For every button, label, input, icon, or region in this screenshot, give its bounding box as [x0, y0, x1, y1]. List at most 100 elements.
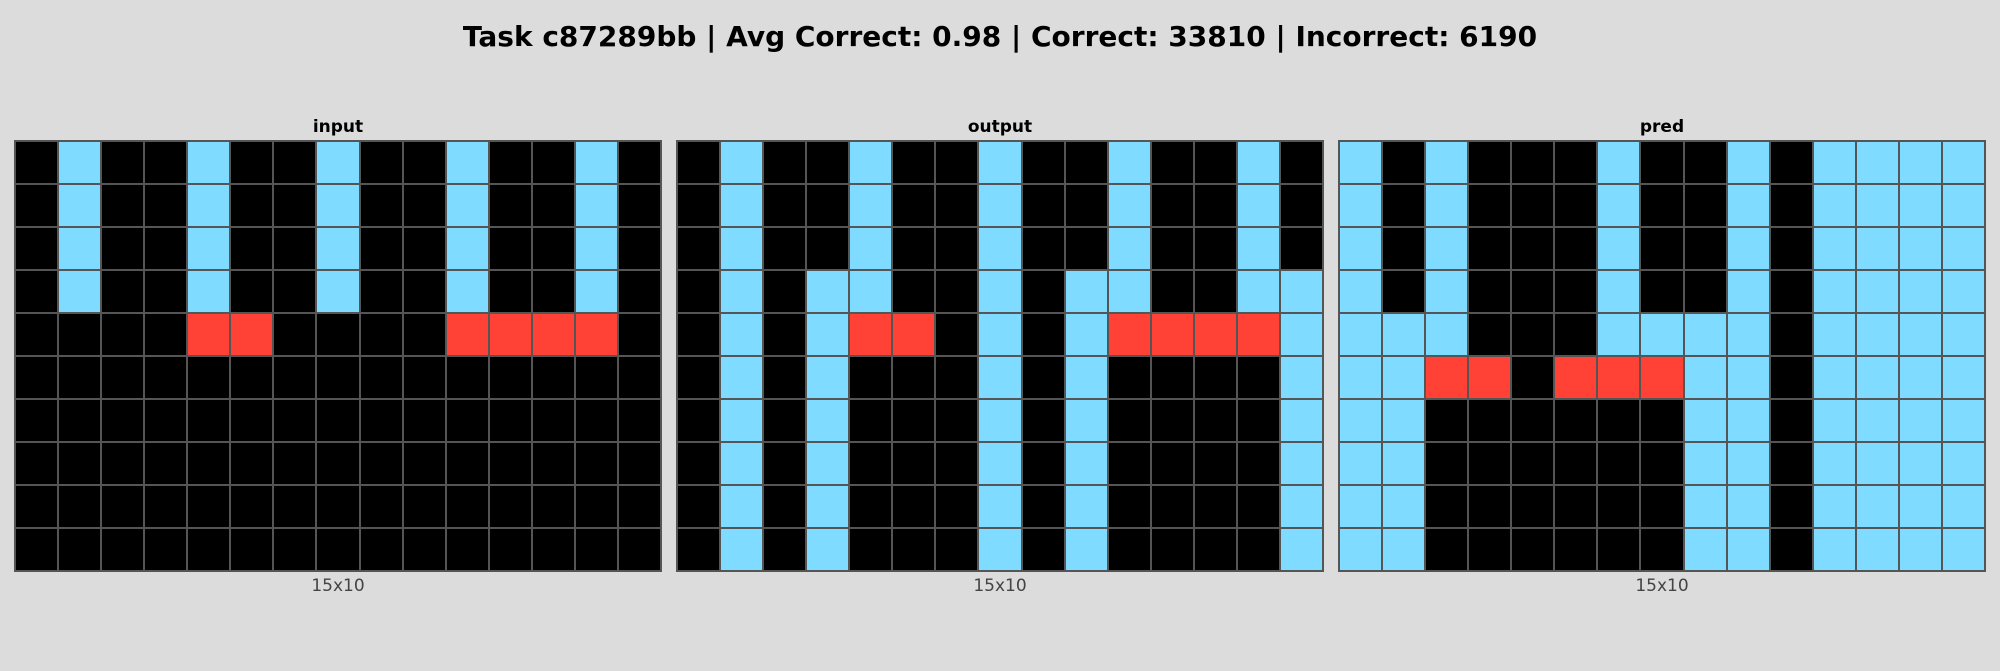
grid-cell [488, 227, 532, 270]
grid-cell [978, 485, 1022, 528]
grid-cell [402, 485, 446, 528]
grid-cell [1236, 356, 1280, 399]
grid-cell [574, 528, 618, 571]
grid-cell [1683, 442, 1727, 485]
grid-cell [101, 141, 145, 184]
grid-cell [58, 442, 102, 485]
grid-cell [1339, 399, 1383, 442]
grid-cell [273, 313, 317, 356]
grid-cell [1150, 184, 1194, 227]
grid-cell [144, 141, 188, 184]
grid-cell [1468, 485, 1512, 528]
grid-cell [1769, 270, 1813, 313]
grid-cell [1511, 442, 1555, 485]
grid-cell [978, 141, 1022, 184]
grid-cell [1511, 528, 1555, 571]
grid-cell [230, 313, 274, 356]
grid-cell [574, 442, 618, 485]
grid-cell [1683, 485, 1727, 528]
grid-cell [144, 184, 188, 227]
grid-cell [359, 528, 403, 571]
grid-cell [1812, 313, 1856, 356]
grid-cell [763, 442, 807, 485]
grid-cell [144, 442, 188, 485]
grid-cell [144, 356, 188, 399]
grid-cell [935, 485, 979, 528]
grid-cell [574, 399, 618, 442]
grid-cell [1193, 442, 1237, 485]
grid-cell [1769, 184, 1813, 227]
grid-cell [1683, 399, 1727, 442]
grid-cell [763, 485, 807, 528]
grid-cell [1898, 141, 1942, 184]
grid-cell [273, 184, 317, 227]
grid-cell [1107, 442, 1151, 485]
grid-cell [1021, 528, 1065, 571]
grid-cell [935, 270, 979, 313]
grid-cell [1468, 528, 1512, 571]
grid-cell [1941, 270, 1985, 313]
grid-cell [849, 399, 893, 442]
grid-cell [849, 356, 893, 399]
grid-cell [230, 184, 274, 227]
grid-cell [1855, 270, 1899, 313]
grid-cell [806, 227, 850, 270]
grid-cell [1279, 184, 1323, 227]
grid-cell [316, 141, 360, 184]
grid-cell [1640, 485, 1684, 528]
grid-cell [1898, 442, 1942, 485]
grid-cell [230, 485, 274, 528]
grid-cell [1726, 528, 1770, 571]
grid-cell [1339, 313, 1383, 356]
grid-cell [230, 227, 274, 270]
grid-cell [58, 356, 102, 399]
grid-cell [1193, 270, 1237, 313]
grid-cell [849, 270, 893, 313]
grid-cell [1236, 313, 1280, 356]
grid-cell [1425, 313, 1469, 356]
grid-cell [273, 356, 317, 399]
grid-cell [488, 485, 532, 528]
grid-cell [1425, 356, 1469, 399]
grid-cell [677, 270, 721, 313]
grid-cell [531, 184, 575, 227]
grid-cell [978, 313, 1022, 356]
grid-cell [359, 270, 403, 313]
grid-cell [1425, 442, 1469, 485]
grid-cell [1064, 184, 1108, 227]
grid-cell [892, 227, 936, 270]
panel-title: pred [1639, 117, 1685, 137]
grid-cell [978, 184, 1022, 227]
grid-cell [1855, 141, 1899, 184]
grid-cell [1855, 485, 1899, 528]
grid-cell [677, 356, 721, 399]
grid-cell [1382, 227, 1426, 270]
grid-cell [1511, 356, 1555, 399]
grid-cell [1640, 442, 1684, 485]
grid-cell [316, 528, 360, 571]
grid-cell [1107, 270, 1151, 313]
grid-cell [187, 399, 231, 442]
grid-cell [1769, 227, 1813, 270]
grid-cell [101, 184, 145, 227]
grid-cell [1021, 227, 1065, 270]
grid-cell [1425, 141, 1469, 184]
grid-cell [892, 141, 936, 184]
grid-cell [230, 442, 274, 485]
grid-cell [720, 141, 764, 184]
grid-cell [445, 485, 489, 528]
grid-cell [1150, 227, 1194, 270]
grid-cell [720, 528, 764, 571]
grid-cell [359, 184, 403, 227]
grid-cell [1812, 485, 1856, 528]
grid-cell [1107, 184, 1151, 227]
grid-cell [677, 227, 721, 270]
grid-cell [1021, 141, 1065, 184]
grid-cell [1064, 356, 1108, 399]
grid-cell [1683, 227, 1727, 270]
grid-cell [1812, 399, 1856, 442]
grid-cell [1898, 184, 1942, 227]
grid-cell [892, 313, 936, 356]
grid-cell [1064, 442, 1108, 485]
grid-cell [806, 270, 850, 313]
